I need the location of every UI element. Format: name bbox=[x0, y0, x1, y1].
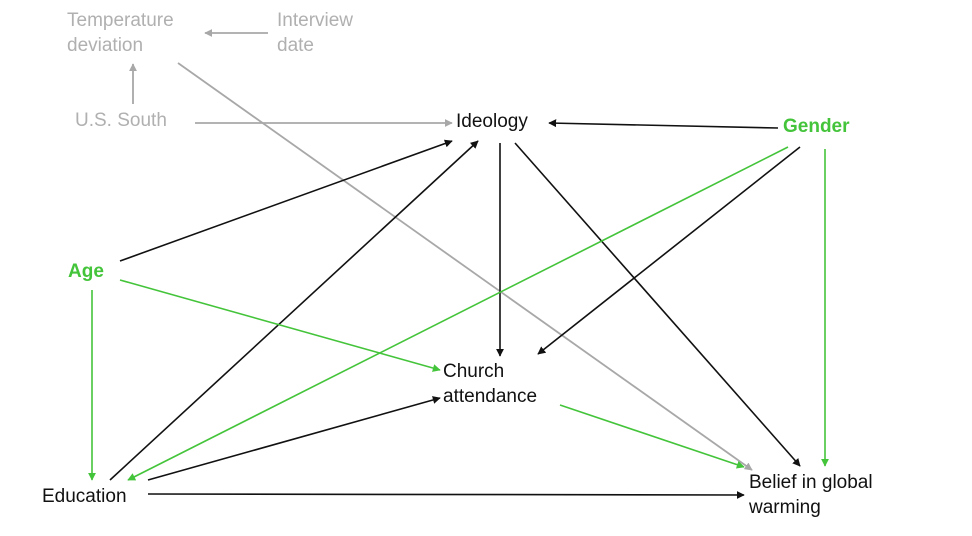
node-church-attendance: Church attendance bbox=[443, 361, 538, 407]
node-age: Age bbox=[68, 261, 104, 282]
edge-age-to-ideology bbox=[119, 139, 453, 262]
node-belief: Belief in global warming bbox=[749, 472, 873, 518]
diagram-edges bbox=[88, 29, 829, 499]
edge-gender-to-ideology bbox=[548, 119, 779, 129]
node-education: Education bbox=[42, 486, 127, 507]
edge-gender-to-church-attendance bbox=[537, 146, 801, 355]
node-interview-date: Interview date bbox=[277, 10, 354, 56]
edge-church-attendance-to-belief bbox=[559, 404, 745, 469]
edge-education-to-ideology bbox=[109, 140, 479, 481]
edge-ideology-to-belief bbox=[514, 142, 801, 467]
node-temperature-deviation: Temperature deviation bbox=[67, 10, 174, 56]
node-us-south: U.S. South bbox=[75, 110, 167, 131]
edge-age-to-church-attendance bbox=[119, 279, 441, 372]
node-ideology: Ideology bbox=[456, 111, 528, 132]
edge-temperature-deviation-to-belief bbox=[177, 62, 753, 471]
edge-education-to-church-attendance bbox=[147, 396, 441, 481]
edge-gender-to-education bbox=[127, 146, 789, 481]
node-gender: Gender bbox=[783, 116, 850, 137]
edge-education-to-belief bbox=[147, 490, 745, 499]
